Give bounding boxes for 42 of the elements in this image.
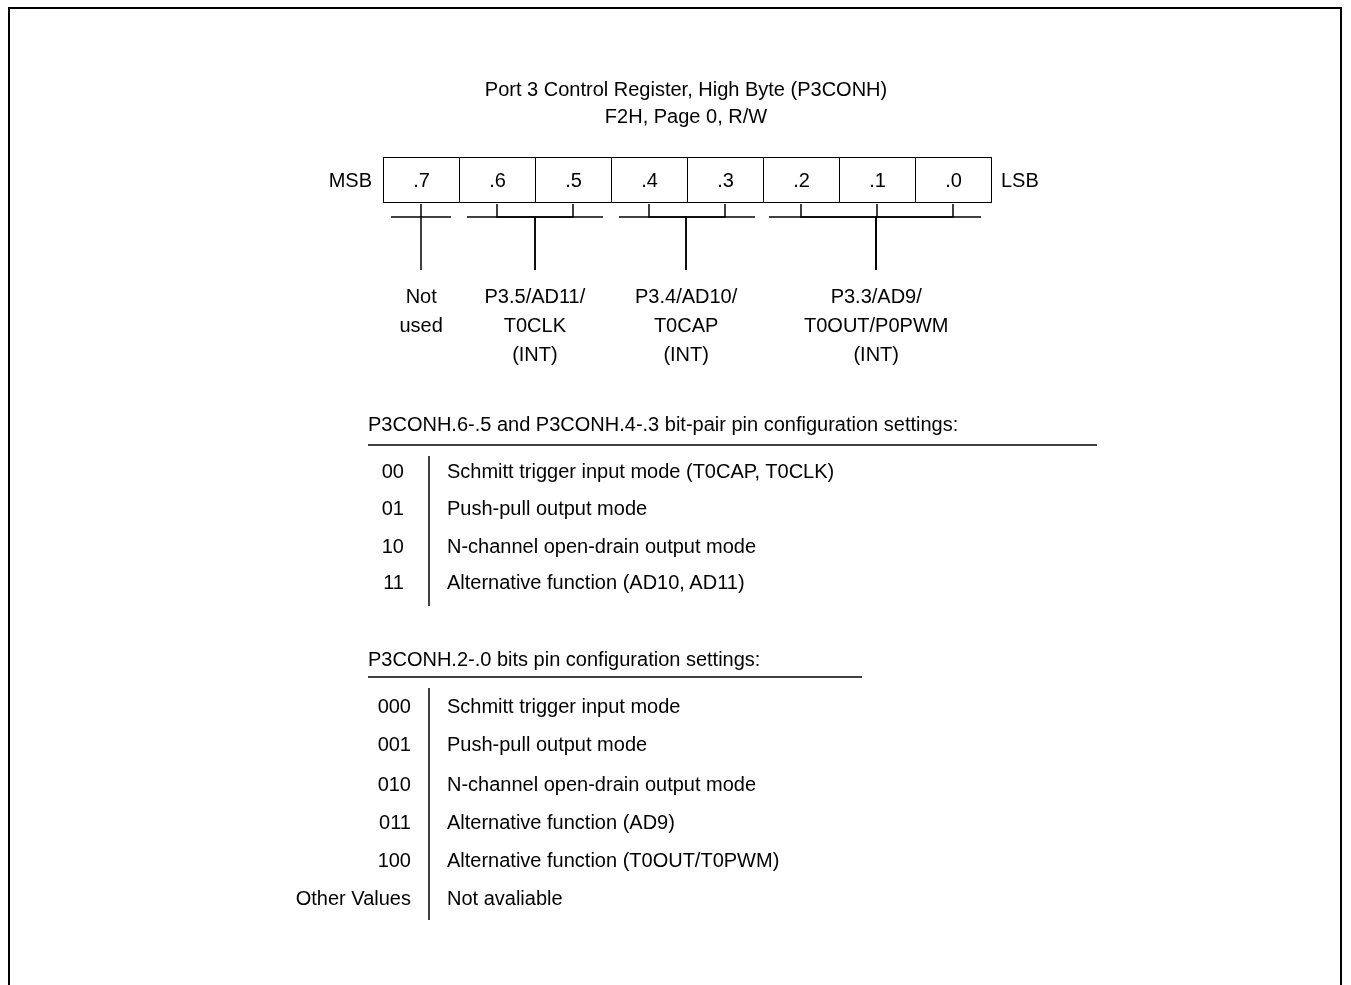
setting-code: 11 (383, 570, 404, 594)
setting-code: Other Values (295, 886, 411, 910)
setting-description: N-channel open-drain output mode (447, 772, 757, 796)
setting-code: 00 (381, 459, 404, 483)
leader-line (875, 203, 954, 271)
setting-code: 000 (377, 694, 411, 718)
field-label: P3.3/AD9/ T0OUT/P0PWM (INT) (804, 282, 949, 369)
setting-code: 01 (381, 496, 404, 520)
bit-cell: .7 (383, 157, 460, 203)
table-heading: P3CONH.6-.5 and P3CONH.4-.3 bit-pair pin configuration settings: (368, 412, 959, 436)
bit-cell: .1 (839, 157, 916, 203)
setting-description: Alternative function (AD10, AD11) (447, 570, 745, 594)
leader-line (534, 203, 574, 271)
bit-cell: .5 (535, 157, 612, 203)
field-label: P3.4/AD10/ T0CAP (INT) (635, 282, 738, 369)
setting-code: 100 (377, 848, 411, 872)
setting-description: Schmitt trigger input mode (T0CAP, T0CLK) (447, 459, 835, 483)
table-heading: P3CONH.2-.0 bits pin configuration settings: (368, 647, 761, 671)
setting-description: Alternative function (T0OUT/T0PWM) (447, 848, 780, 872)
leader-line (685, 203, 726, 271)
setting-description: Schmitt trigger input mode (447, 694, 681, 718)
bit-cell: .0 (915, 157, 992, 203)
bit-cell: .4 (611, 157, 688, 203)
setting-description: N-channel open-drain output mode (447, 534, 757, 558)
setting-description: Alternative function (AD9) (447, 810, 675, 834)
setting-code: 010 (377, 772, 411, 796)
field-label: Not used (399, 282, 443, 340)
setting-description: Push-pull output mode (447, 732, 648, 756)
setting-description: Not avaliable (447, 886, 563, 910)
bit-order-label: MSB (328, 168, 372, 192)
register-subtitle: F2H, Page 0, R/W (604, 104, 768, 128)
setting-description: Push-pull output mode (447, 496, 648, 520)
setting-code: 10 (381, 534, 404, 558)
setting-code: 011 (379, 810, 411, 834)
register-title: Port 3 Control Register, High Byte (P3CONH) (484, 77, 888, 101)
setting-code: 001 (377, 732, 411, 756)
field-label: P3.5/AD11/ T0CLK (INT) (484, 282, 586, 369)
bit-cell: .6 (459, 157, 536, 203)
bit-order-label: LSB (1001, 168, 1039, 192)
bit-cell: .2 (763, 157, 840, 203)
bit-cell: .3 (687, 157, 764, 203)
leader-line (420, 203, 422, 271)
